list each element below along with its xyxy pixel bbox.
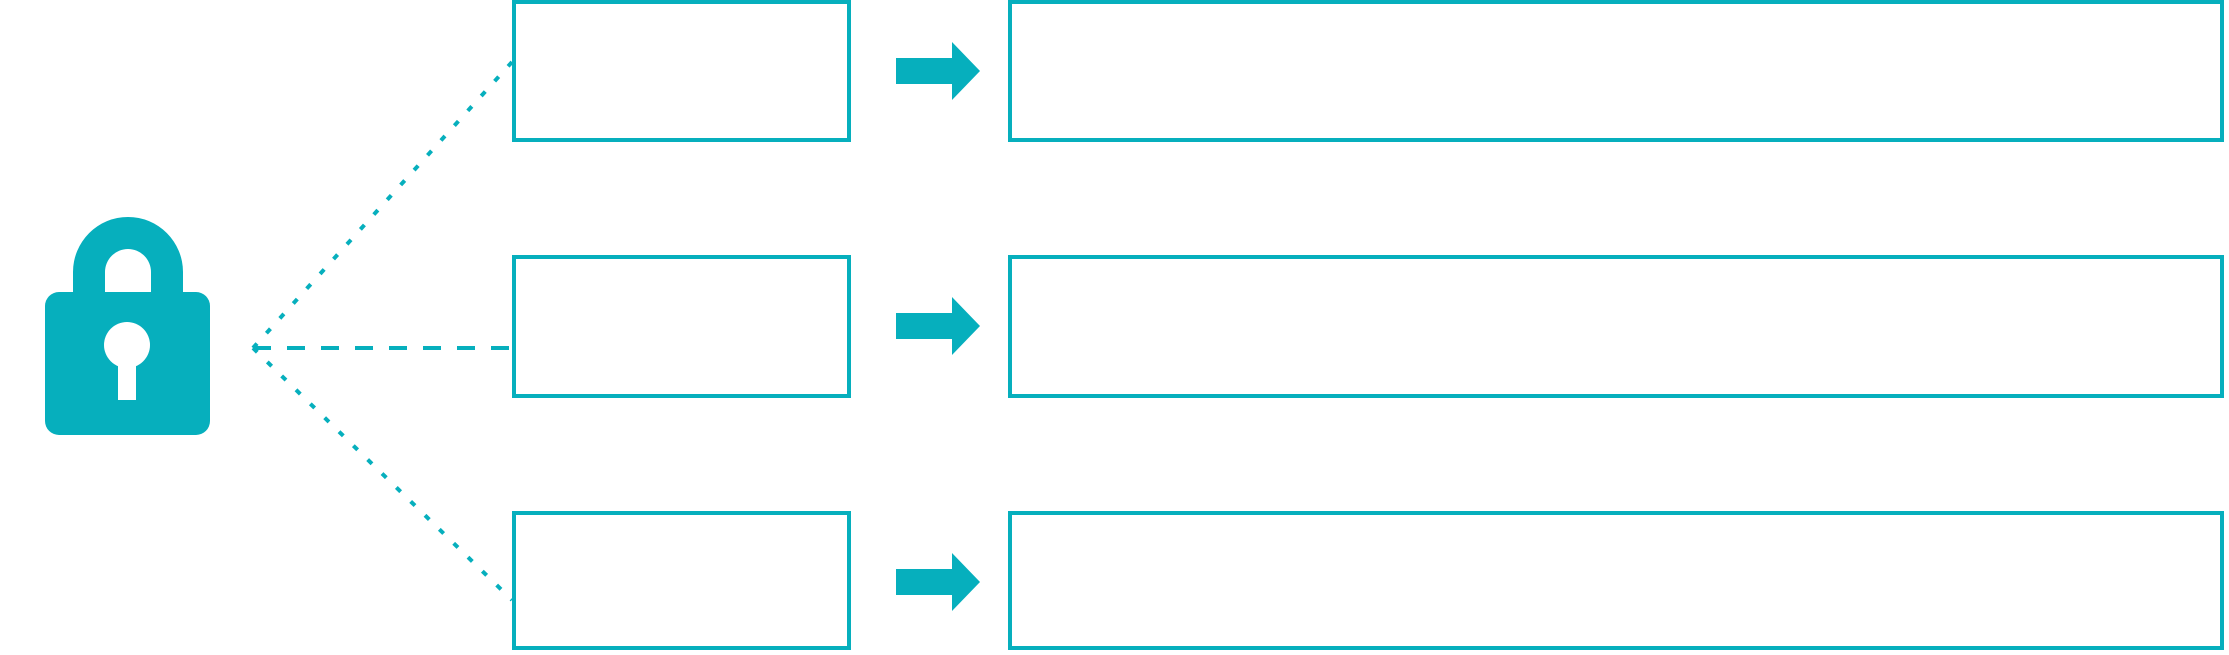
source-box-row-3[interactable] — [512, 511, 851, 650]
target-box-row-3[interactable] — [1008, 511, 2224, 650]
target-box-row-2[interactable] — [1008, 255, 2224, 398]
arrow-icon-row-2 — [896, 297, 980, 355]
connector-line-row-1 — [251, 60, 514, 350]
flow-arrows — [896, 42, 980, 611]
arrow-icon-row-3 — [896, 553, 980, 611]
target-box-row-1[interactable] — [1008, 0, 2224, 142]
source-box-row-2[interactable] — [512, 255, 851, 398]
connector-lines — [251, 60, 514, 602]
connector-line-row-3 — [251, 346, 514, 602]
arrow-icon-row-1 — [896, 42, 980, 100]
source-box-row-1[interactable] — [512, 0, 851, 142]
lock-icon — [45, 217, 210, 435]
